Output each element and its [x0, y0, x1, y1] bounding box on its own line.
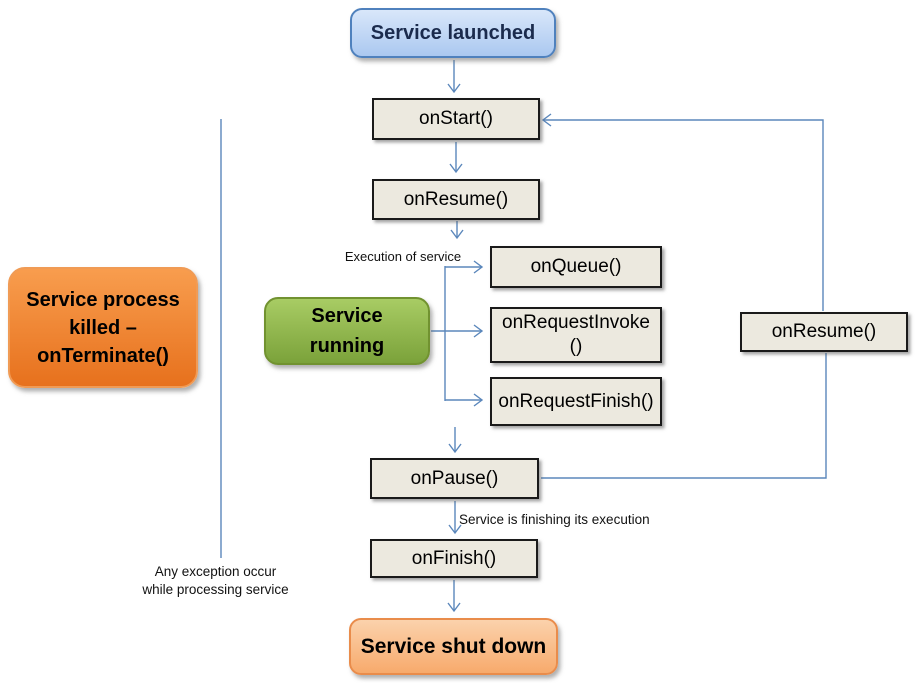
line-onresume-right-to-onstart	[544, 119, 824, 311]
node-on-pause: onPause()	[370, 458, 539, 499]
node-on-queue: onQueue()	[490, 246, 662, 288]
node-service-process-killed: Service process killed – onTerminate()	[8, 267, 198, 388]
line-onpause-to-onresume-right	[541, 353, 827, 479]
node-service-shut-down: Service shut down	[349, 618, 558, 675]
label-execution-of-service: Execution of service	[344, 249, 462, 264]
node-service-launched: Service launched	[350, 8, 556, 58]
node-on-resume: onResume()	[372, 179, 540, 220]
label-exception: Any exception occur while processing ser…	[142, 564, 289, 598]
node-service-running: Service running	[264, 297, 430, 365]
node-on-resume-right: onResume()	[740, 312, 908, 352]
node-on-finish: onFinish()	[370, 539, 538, 578]
node-on-start: onStart()	[372, 98, 540, 140]
node-on-request-finish: onRequestFinish()	[490, 377, 662, 426]
node-on-request-invoke: onRequestInvoke()	[490, 307, 662, 363]
label-service-finishing: Service is finishing its execution	[459, 512, 650, 527]
